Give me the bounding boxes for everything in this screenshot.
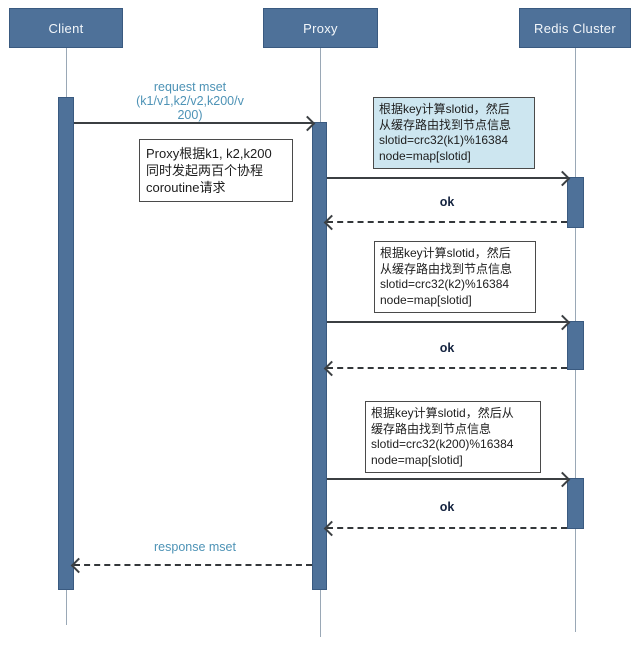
activation-bar-redis-3 (567, 478, 584, 529)
activation-bar-client (58, 97, 74, 590)
message-label-request-mset: request mset (k1/v1,k2/v2,k200/v 200) (136, 80, 244, 122)
arrow-response-proxy-to-client (70, 557, 312, 574)
arrow-call-2-proxy-to-redis (327, 314, 571, 331)
activation-bar-redis-1 (567, 177, 584, 228)
actor-header-redis-cluster: Redis Cluster (519, 8, 631, 48)
actor-label-proxy: Proxy (303, 20, 338, 36)
note-proxy-coroutines: Proxy根据k1, k2,k200 同时发起两百个协程 coroutine请求 (139, 139, 293, 202)
message-label-ok-1: ok (439, 195, 455, 209)
actor-header-client: Client (9, 8, 123, 48)
arrow-return-1-redis-to-proxy (323, 214, 567, 231)
actor-label-redis-cluster: Redis Cluster (534, 20, 616, 36)
activation-bar-redis-2 (567, 321, 584, 370)
actor-label-client: Client (48, 20, 84, 36)
activation-bar-proxy (312, 122, 327, 590)
arrow-call-3-proxy-to-redis (327, 471, 571, 488)
note-slotid-k1: 根据key计算slotid，然后 从缓存路由找到节点信息 slotid=crc3… (373, 97, 535, 169)
arrow-return-3-redis-to-proxy (323, 520, 567, 537)
actor-header-proxy: Proxy (263, 8, 378, 48)
message-label-ok-3: ok (439, 500, 455, 514)
arrow-request-client-to-proxy (74, 115, 316, 132)
message-label-ok-2: ok (439, 341, 455, 355)
note-slotid-k2: 根据key计算slotid，然后 从缓存路由找到节点信息 slotid=crc3… (374, 241, 536, 313)
arrow-return-2-redis-to-proxy (323, 360, 567, 377)
message-label-response-mset: response mset (154, 540, 236, 554)
arrow-call-1-proxy-to-redis (327, 170, 571, 187)
note-slotid-k200: 根据key计算slotid，然后从 缓存路由找到节点信息 slotid=crc3… (365, 401, 541, 473)
